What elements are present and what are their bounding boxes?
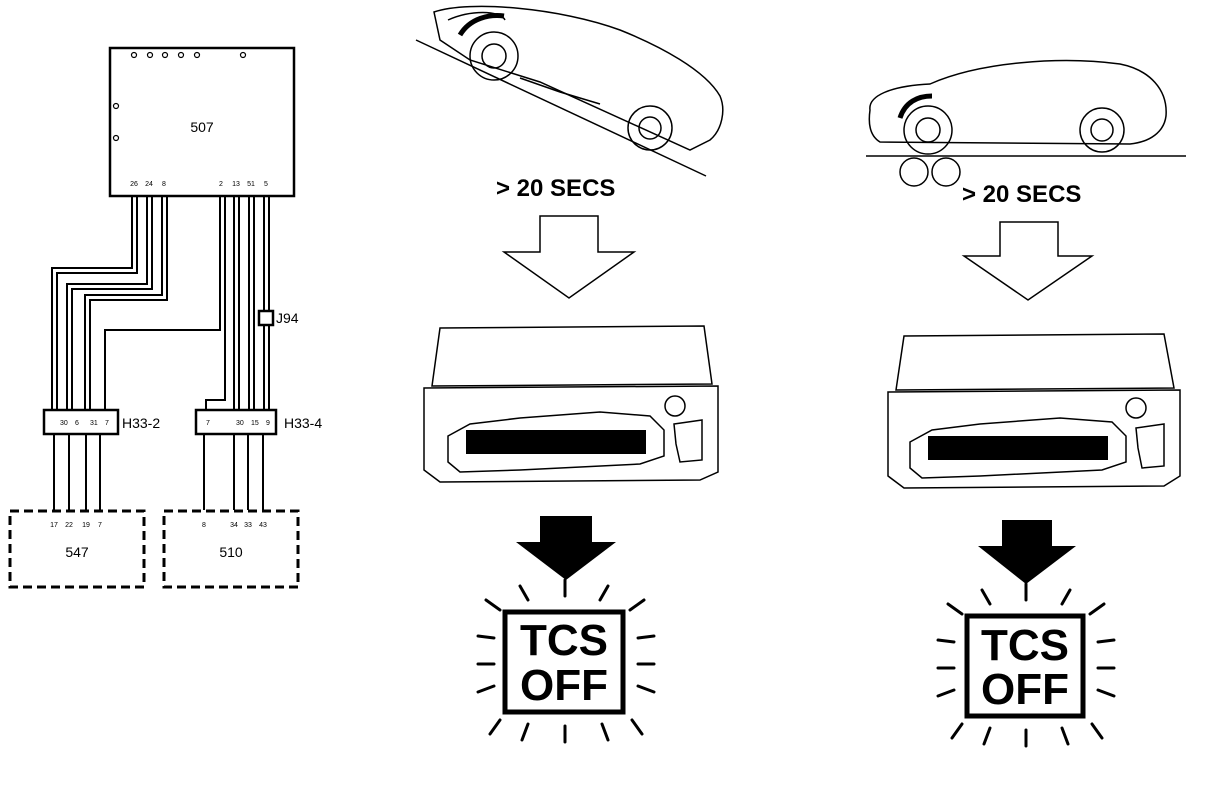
off-label-2: OFF bbox=[981, 665, 1069, 714]
connector-h33-2 bbox=[42, 408, 120, 436]
pin-507-2: 2 bbox=[219, 181, 223, 188]
connector-h33-2-label: H33-2 bbox=[122, 415, 160, 431]
ecu-module-icon-2 bbox=[887, 333, 1181, 489]
down-arrow-solid-icon bbox=[516, 516, 616, 580]
h33-2-pin-6: 6 bbox=[75, 420, 79, 427]
ecu-module-icon bbox=[423, 325, 719, 483]
pin-547-22: 22 bbox=[65, 522, 73, 529]
h33-4-pin-15: 15 bbox=[251, 420, 259, 427]
pin-507-26: 26 bbox=[130, 181, 138, 188]
pin-510-8: 8 bbox=[202, 522, 206, 529]
module-510-box bbox=[162, 509, 300, 589]
pin-547-7: 7 bbox=[98, 522, 102, 529]
h33-2-pin-30: 30 bbox=[60, 420, 68, 427]
harness-wires bbox=[51, 196, 270, 510]
module-507-label: 507 bbox=[190, 119, 214, 135]
pin-510-43: 43 bbox=[259, 522, 267, 529]
connector-h33-4 bbox=[194, 408, 278, 436]
tcs-off-warning-lamp: TCS OFF bbox=[476, 578, 656, 744]
pin-510-34: 34 bbox=[230, 522, 238, 529]
module-510-label: 510 bbox=[219, 544, 243, 560]
connector-h33-4-label: H33-4 bbox=[284, 415, 322, 431]
down-arrow-solid-icon-2 bbox=[978, 520, 1076, 584]
tcs-label-2: TCS bbox=[981, 621, 1069, 670]
pin-507-13: 13 bbox=[232, 181, 240, 188]
pin-507-51: 51 bbox=[247, 181, 255, 188]
h33-4-pin-9: 9 bbox=[266, 420, 270, 427]
pin-547-17: 17 bbox=[50, 522, 58, 529]
h33-2-pin-31: 31 bbox=[90, 420, 98, 427]
off-label-1: OFF bbox=[520, 661, 608, 710]
duration-label-2: > 20 SECS bbox=[962, 181, 1081, 208]
h33-2-pin-7: 7 bbox=[105, 420, 109, 427]
wiring-diagram: 507 26 24 8 2 13 51 5 bbox=[8, 46, 322, 589]
pin-507-8: 8 bbox=[162, 181, 166, 188]
pin-507-5: 5 bbox=[264, 181, 268, 188]
module-547-box bbox=[8, 509, 146, 589]
duration-label-1: > 20 SECS bbox=[496, 175, 615, 202]
car-on-incline-icon bbox=[415, 5, 724, 177]
scenario-incline: > 20 SECS bbox=[415, 5, 724, 744]
h33-4-pin-30: 30 bbox=[236, 420, 244, 427]
module-507-box bbox=[108, 46, 296, 198]
down-arrow-outline-icon-2 bbox=[961, 221, 1095, 301]
tcs-label-1: TCS bbox=[520, 616, 608, 665]
pin-507-24: 24 bbox=[145, 181, 153, 188]
module-547-label: 547 bbox=[65, 544, 89, 560]
pin-510-33: 33 bbox=[244, 522, 252, 529]
car-on-rollers-icon bbox=[866, 59, 1186, 187]
scenario-rollers: > 20 SECS bbox=[866, 59, 1186, 748]
down-arrow-outline-icon bbox=[501, 215, 637, 299]
tcs-off-warning-lamp-2: TCS OFF bbox=[936, 582, 1116, 748]
module-507-top-pins bbox=[112, 51, 247, 142]
junction-j94-box bbox=[257, 309, 275, 327]
pin-547-19: 19 bbox=[82, 522, 90, 529]
h33-4-pin-7: 7 bbox=[206, 420, 210, 427]
junction-j94-label: J94 bbox=[276, 310, 299, 326]
